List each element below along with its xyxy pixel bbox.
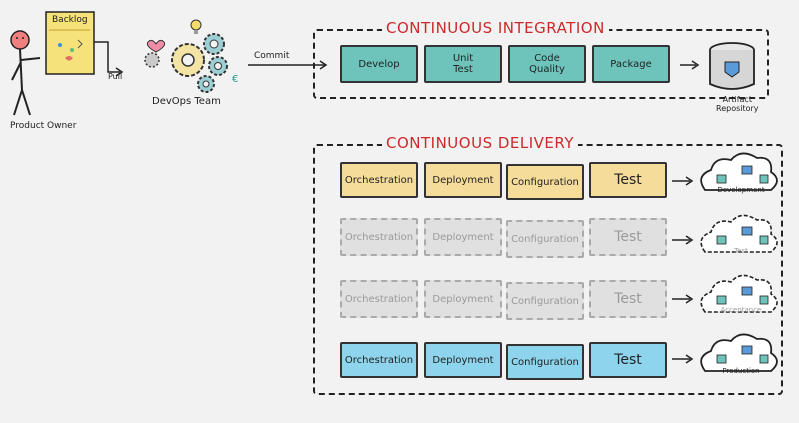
cd-test-acceptance: Test bbox=[589, 280, 667, 318]
cd-orchestration-dev: Orchestration bbox=[340, 162, 418, 198]
cd-configuration-prod: Configuration bbox=[506, 344, 584, 380]
cd-deployment-dev: Deployment bbox=[424, 162, 502, 198]
cd-orchestration-prod: Orchestration bbox=[340, 342, 418, 378]
env-test: Test bbox=[734, 247, 748, 255]
person-icon bbox=[10, 30, 41, 116]
backlog-label: Backlog bbox=[52, 15, 88, 25]
cloud-icon bbox=[700, 214, 778, 253]
cloud-icon bbox=[700, 333, 778, 372]
backlog-note-icon bbox=[45, 11, 95, 75]
cd-configuration-test: Configuration bbox=[506, 220, 584, 258]
commit-label: Commit bbox=[254, 51, 290, 61]
product-owner-label: Product Owner bbox=[10, 121, 77, 131]
lightbulb-icon bbox=[190, 19, 202, 34]
gears-icon bbox=[144, 33, 228, 93]
cloud-icon bbox=[700, 152, 778, 191]
cd-orchestration-acceptance: Orchestration bbox=[340, 280, 418, 318]
devops-team-label: DevOps Team bbox=[152, 96, 221, 107]
cd-title: CONTINUOUS DELIVERY bbox=[382, 134, 579, 152]
database-icon bbox=[709, 42, 755, 90]
cd-deployment-prod: Deployment bbox=[424, 342, 502, 378]
artifact-repository-label: Artifact Repository bbox=[716, 95, 759, 113]
ci-step-package: Package bbox=[592, 45, 670, 83]
ci-step-develop: Develop bbox=[340, 45, 418, 83]
heart-icon bbox=[146, 39, 166, 53]
cd-test-dev: Test bbox=[589, 162, 667, 198]
pull-label: Pull bbox=[108, 72, 123, 81]
euro-icon: € bbox=[232, 74, 238, 85]
cd-orchestration-test: Orchestration bbox=[340, 218, 418, 256]
env-production: Production bbox=[722, 367, 760, 375]
pull-arrow bbox=[94, 41, 120, 73]
cd-test-prod: Test bbox=[589, 342, 667, 378]
cd-configuration-acceptance: Configuration bbox=[506, 282, 584, 320]
ci-step-code-quality: Code Quality bbox=[508, 45, 586, 83]
cd-deployment-acceptance: Deployment bbox=[424, 280, 502, 318]
cloud-icon bbox=[700, 274, 778, 313]
cd-test-test: Test bbox=[589, 218, 667, 256]
env-development: Development bbox=[717, 186, 765, 194]
cd-deployment-test: Deployment bbox=[424, 218, 502, 256]
ci-step-unit-test: Unit Test bbox=[424, 45, 502, 83]
cd-configuration-dev: Configuration bbox=[506, 164, 584, 200]
env-acceptance: Acceptance bbox=[720, 306, 762, 314]
ci-title: CONTINUOUS INTEGRATION bbox=[382, 19, 609, 37]
